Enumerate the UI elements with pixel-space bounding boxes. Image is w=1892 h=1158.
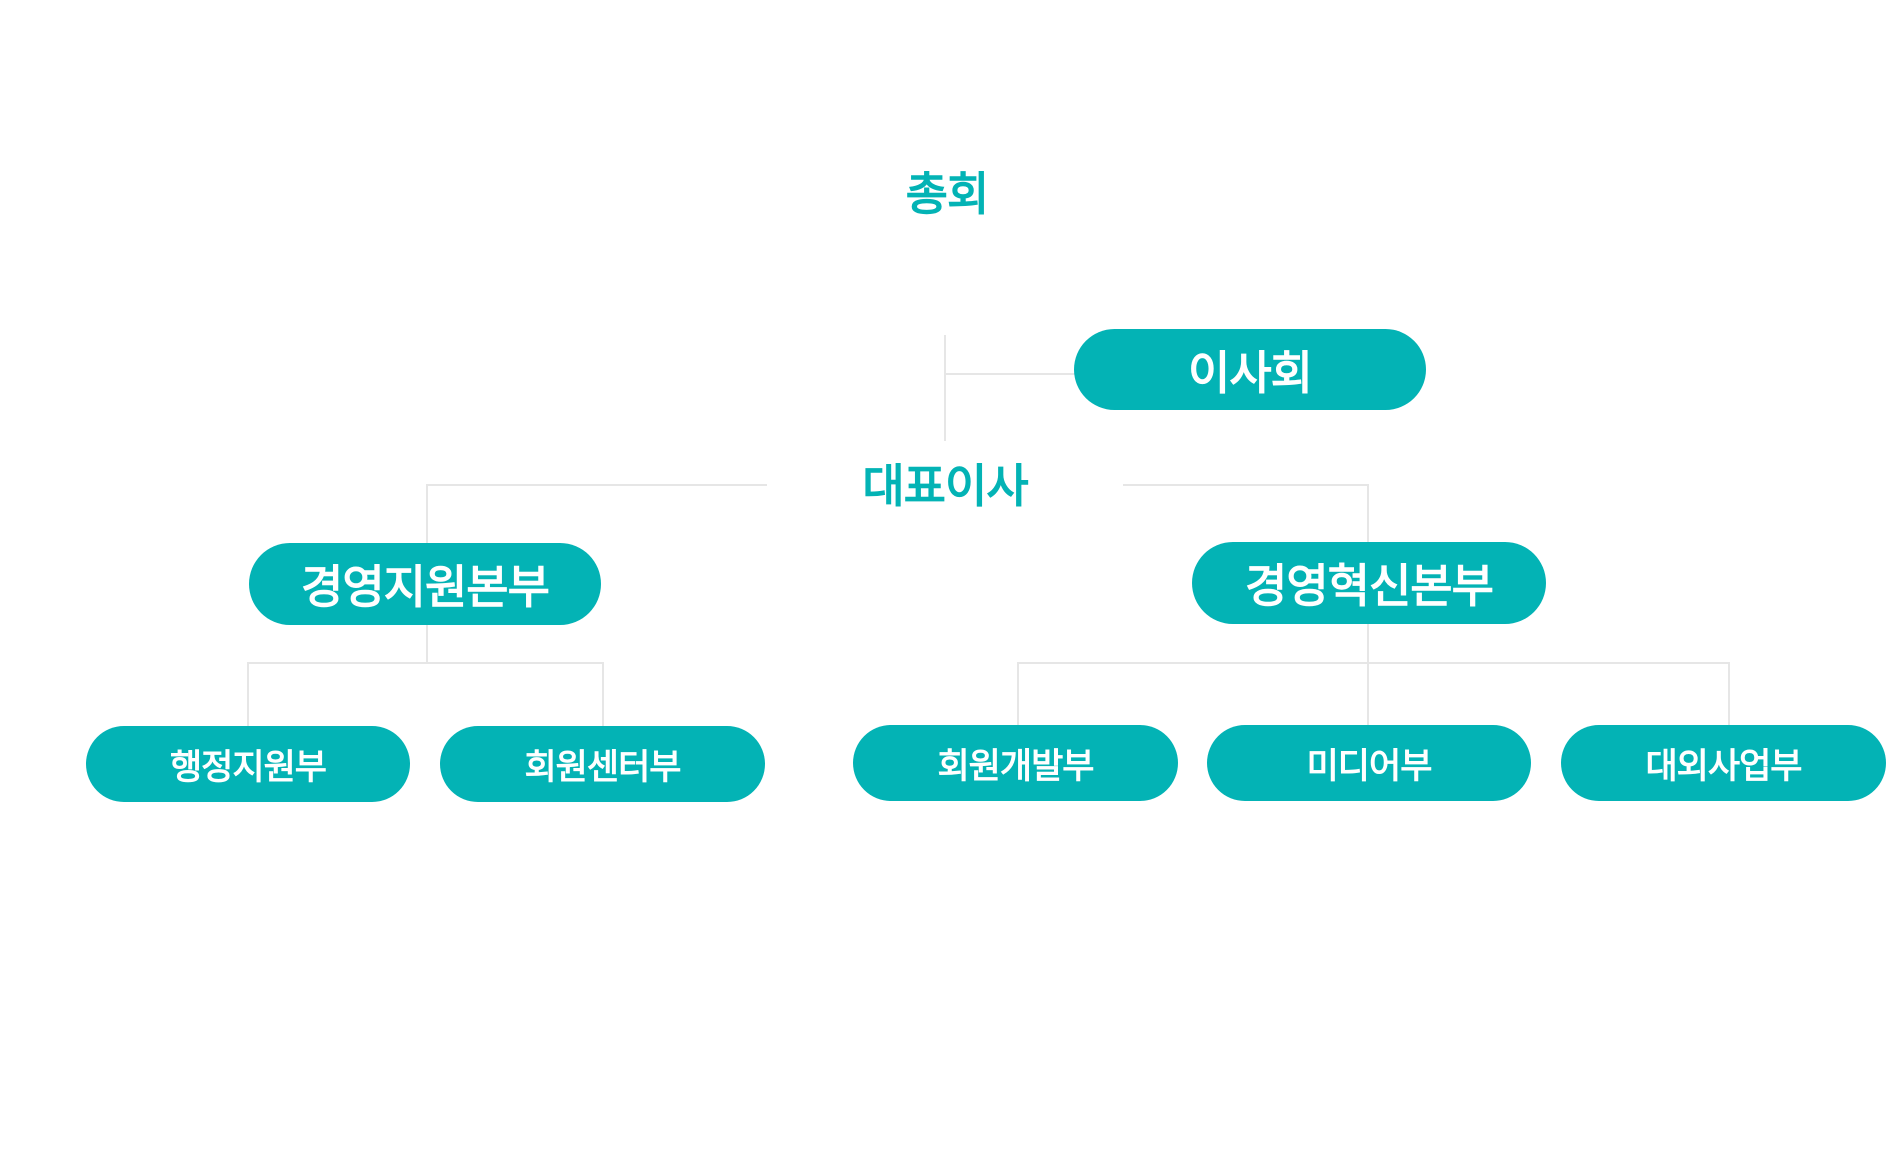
connector-line (1123, 484, 1369, 486)
connector-line (1017, 662, 1730, 664)
connector-line (1017, 662, 1019, 726)
dept-member-center[interactable]: 회원센터부 (440, 726, 765, 802)
connector-line (426, 484, 767, 486)
board-node[interactable]: 이사회 (1074, 329, 1426, 410)
division-management-innovation[interactable]: 경영혁신본부 (1192, 542, 1546, 624)
ceo-label: 대표이사 (854, 450, 1036, 516)
connector-line (1728, 662, 1730, 726)
connector-line (602, 662, 604, 727)
connector-line (426, 484, 428, 544)
dept-member-development[interactable]: 회원개발부 (853, 725, 1178, 801)
dept-media[interactable]: 미디어부 (1207, 725, 1531, 801)
dept-administration-support[interactable]: 행정지원부 (86, 726, 410, 802)
connector-line (1367, 484, 1369, 543)
division-management-support[interactable]: 경영지원본부 (249, 543, 601, 625)
connector-line (944, 335, 946, 441)
connector-line (247, 662, 249, 727)
connector-line (1367, 624, 1369, 726)
connector-line (426, 625, 428, 663)
general-meeting-label: 총회 (905, 167, 990, 221)
connector-line (945, 373, 1075, 375)
connector-line (247, 662, 604, 664)
dept-external-business[interactable]: 대외사업부 (1561, 725, 1886, 801)
